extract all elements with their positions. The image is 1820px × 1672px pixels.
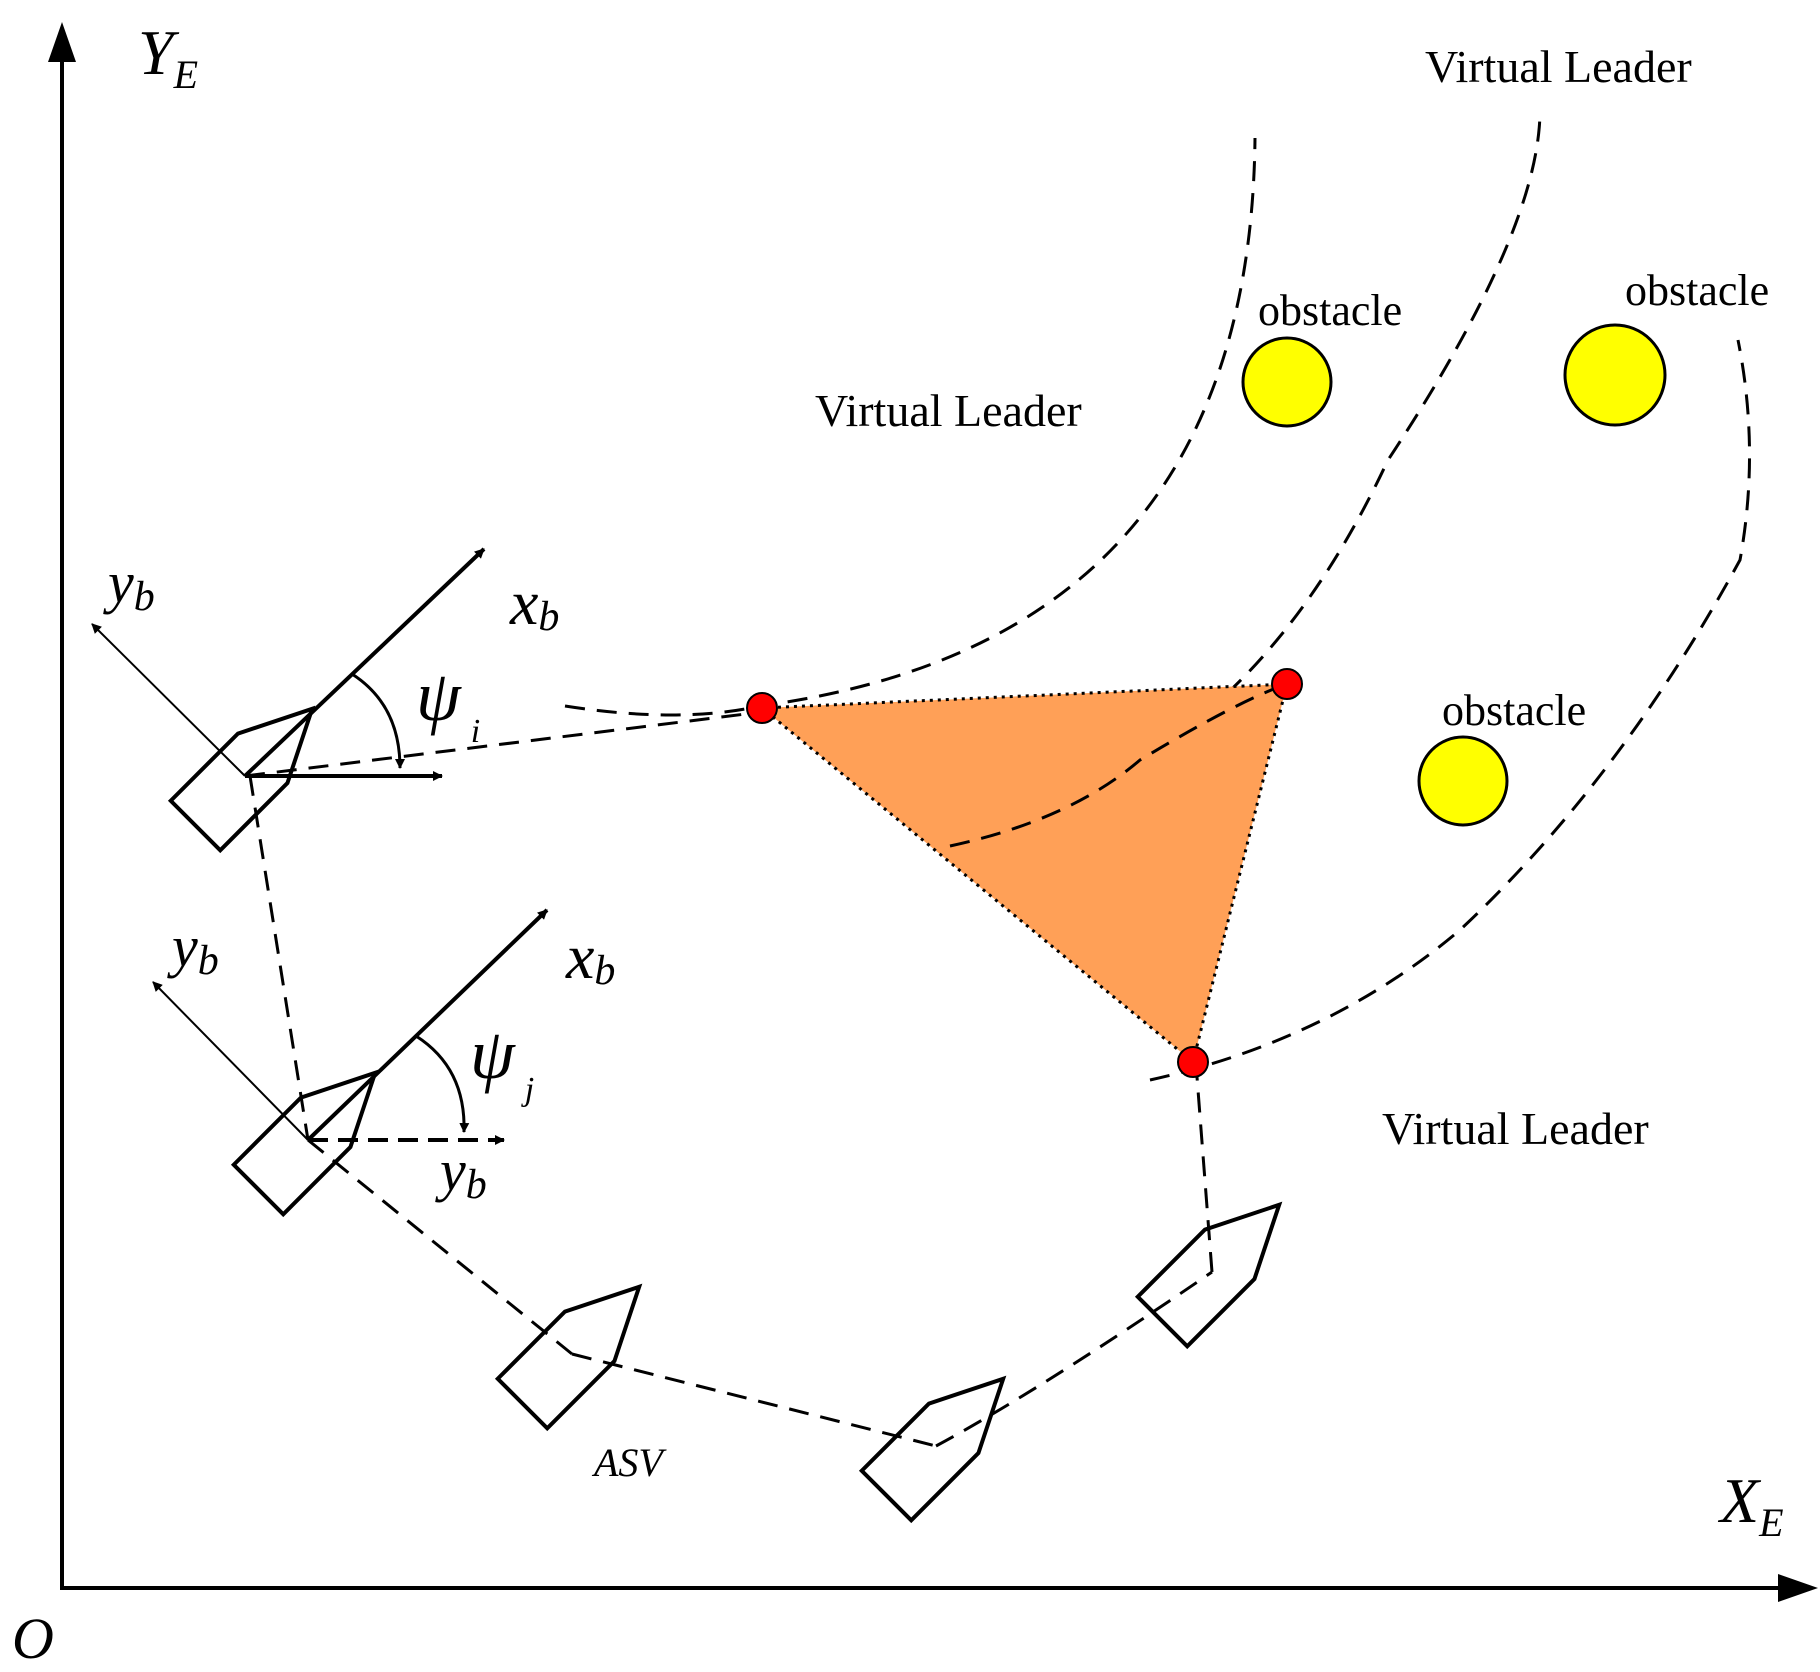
ship-j-yb-main: y [167,914,198,979]
ship-j-xb-sub: b [594,948,615,994]
ship-i-xb-main: x [509,567,538,638]
obstacle-circle-top-center [1241,336,1333,428]
asv-ship-3-icon [494,1283,643,1432]
trajectory-left [564,137,1257,717]
link-asv-to-ship-4 [571,1352,937,1448]
x-axis-label-main: X [1717,1465,1762,1536]
ship-j-psi-arc [415,1034,470,1133]
coordinate-axes [48,22,1818,1602]
ship-j-yb-label: yb [167,914,219,984]
obstacle-circle-top-right [1563,323,1667,427]
ship-i [91,547,486,854]
x-axis-label: XE [1717,1465,1784,1545]
ship-i-xb-sub: b [538,594,559,640]
ship-i-yb-label: yb [103,550,155,620]
virtual-leader-label-middle: Virtual Leader [815,385,1082,436]
ship-j-hull-icon [230,1069,379,1218]
y-axis-label-sub: E [173,52,198,97]
ship-j-x-axis-arrow [306,908,549,1142]
origin-label: O [12,1606,54,1671]
ship-i-y-axis-arrow [91,623,246,777]
link-ship-5-to-leader [1194,1063,1214,1273]
asv-label: ASV [591,1440,667,1485]
y-axis-label-main: Y [138,17,180,88]
link-ship-j-to-asv [307,1138,573,1356]
ship-j-xb-label: xb [565,921,615,994]
ship-j-psi-sub: j [521,1071,534,1108]
leader-nodes [746,668,1303,1078]
obstacles [1241,323,1667,827]
ship-j-yb2-main: y [435,1138,466,1203]
leader-node-left [746,692,778,724]
virtual-leader-label-bottom-right: Virtual Leader [1382,1103,1649,1154]
ship-j-yb2-label: yb [435,1138,487,1208]
ship-i-psi-sub: i [471,713,480,750]
y-axis-label: YE [138,17,198,97]
ship-j [152,908,549,1218]
link-ship-i-to-ship-j [248,775,310,1141]
asv-ship-4-icon [858,1375,1007,1524]
ship-i-hull-icon [167,705,316,854]
ship-i-psi-main: ψ [416,656,462,736]
obstacle-circle-middle-right [1417,735,1509,827]
ship-i-psi-arc [351,672,405,769]
y-axis-arrowhead [48,22,76,62]
ship-j-xb-main: x [565,921,594,992]
ship-i-yb-main: y [103,550,134,615]
obstacle-label-top-center: obstacle [1258,286,1402,335]
formation-links [244,710,1214,1448]
leader-node-top [1271,668,1303,700]
link-ship-4-to-ship-5 [935,1270,1213,1448]
link-ship-i-to-leader [244,710,763,778]
ship-j-psi-main: ψ [470,1014,516,1094]
leader-node-bottom [1177,1046,1209,1078]
virtual-leader-label-top-right: Virtual Leader [1425,41,1692,92]
ship-j-yb-sub: b [198,938,219,984]
trajectory-right [1149,339,1752,1082]
formation-triangle [758,682,1289,1065]
obstacle-label-middle-right: obstacle [1442,686,1586,735]
obstacle-label-top-right: obstacle [1625,266,1769,315]
ship-i-xb-label: xb [509,567,559,640]
ship-i-yb-sub: b [134,574,155,620]
ship-i-x-axis-arrow [243,547,486,778]
ship-j-yb2-sub: b [466,1162,487,1208]
asv-ship-5-icon [1134,1201,1283,1350]
x-axis-label-sub: E [1758,1500,1783,1545]
trajectory-middle-inner [949,682,1288,848]
x-axis-arrowhead [1778,1574,1818,1602]
ship-j-y-axis-arrow [152,981,309,1141]
